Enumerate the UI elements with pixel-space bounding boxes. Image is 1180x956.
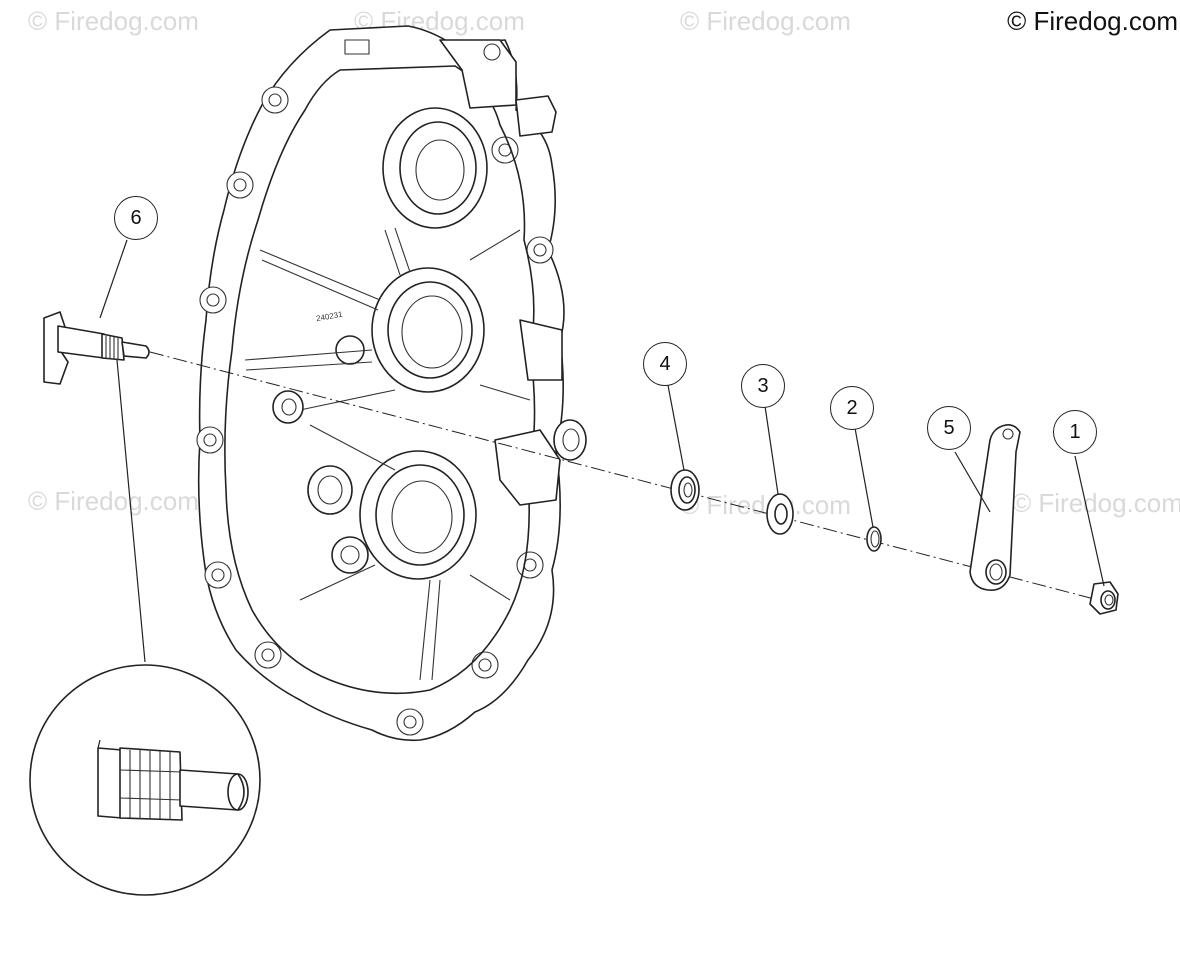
- watermark: © Firedog.com: [680, 6, 851, 36]
- washer-icon: [766, 493, 794, 535]
- callout-3: 3: [741, 364, 785, 408]
- callout-4: 4: [643, 342, 687, 386]
- watermark: © Firedog.com: [1012, 488, 1180, 518]
- assembly-centerline: [149, 351, 1099, 601]
- flange-nut-icon: [1089, 581, 1119, 615]
- callout-5: 5: [927, 406, 971, 450]
- callout-1: 1: [1053, 410, 1097, 454]
- leader-lines: [99, 239, 1105, 663]
- shift-shaft-icon: [43, 311, 150, 385]
- shift-lever-icon: [969, 424, 1021, 592]
- oil-seal-icon: [670, 469, 700, 511]
- detail-magnifier-icon: [29, 664, 261, 896]
- callout-2: 2: [830, 386, 874, 430]
- copyright-notice: © Firedog.com: [1007, 6, 1178, 36]
- callout-6: 6: [114, 196, 158, 240]
- retaining-ring-icon: [866, 526, 882, 552]
- watermark: © Firedog.com: [28, 486, 199, 516]
- gearcase-cover-icon: [196, 25, 587, 742]
- watermark: © Firedog.com: [28, 6, 199, 36]
- watermark: © Firedog.com: [680, 490, 851, 520]
